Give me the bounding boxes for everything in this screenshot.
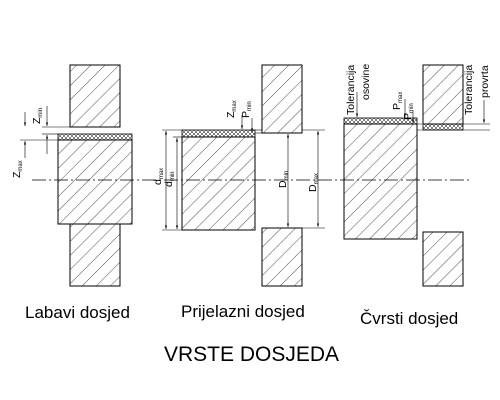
transition-d-max-label: dmax xyxy=(152,168,165,185)
interference-fit-hole-zone xyxy=(422,123,464,131)
transition-p-min-label: Pmin xyxy=(240,101,253,118)
interference-fit-figure: Tolerancija osovine Pmax Pmin Tolerancij… xyxy=(343,64,491,287)
diagram-title: VRSTE DOSJEDA xyxy=(164,343,339,366)
interference-fit-caption: Čvrsti dosjed xyxy=(360,309,458,328)
transition-z-max-label: Zmax xyxy=(225,100,238,118)
interference-p-max-label: Pmax xyxy=(391,92,404,110)
loose-z-min-label: Zmin xyxy=(31,108,44,124)
loose-fit-hub-bottom xyxy=(69,223,121,287)
transition-D-max-label: Dmax xyxy=(307,173,320,192)
loose-fit-clearance-zone xyxy=(57,133,133,141)
shaft-tolerance-label: Tolerancija xyxy=(345,65,357,115)
hole-tolerance-label: Tolerancija xyxy=(463,65,475,115)
transition-fit-hub-top xyxy=(261,64,303,134)
interference-fit-hub-top xyxy=(422,64,464,125)
transition-fit-caption: Prijelazni dosjed xyxy=(181,302,305,321)
shaft-tolerance-label-2: osovine xyxy=(360,64,372,100)
interference-fit-hub-bottom xyxy=(422,231,464,287)
loose-fit-shaft xyxy=(57,139,133,225)
transition-fit-figure: Zmax Pmin dmax dmin Dmin Dmax xyxy=(152,64,325,287)
transition-fit-shaft xyxy=(181,136,256,231)
transition-d-min-label: dmin xyxy=(163,171,176,187)
transition-D-min-label: Dmin xyxy=(277,171,290,188)
loose-fit-caption: Labavi dosjed xyxy=(25,303,130,322)
transition-fit-shaft-zone xyxy=(181,129,256,138)
interference-fit-shaft xyxy=(343,123,418,240)
hole-tolerance-label-2: provrta xyxy=(479,65,491,98)
loose-fit-figure: Zmin Zmax xyxy=(11,64,133,287)
transition-fit-hub-bottom xyxy=(261,227,303,287)
interference-p-min-label: Pmin xyxy=(402,103,415,120)
loose-z-max-label: Zmax xyxy=(11,160,24,178)
loose-fit-hub-top xyxy=(69,64,121,128)
